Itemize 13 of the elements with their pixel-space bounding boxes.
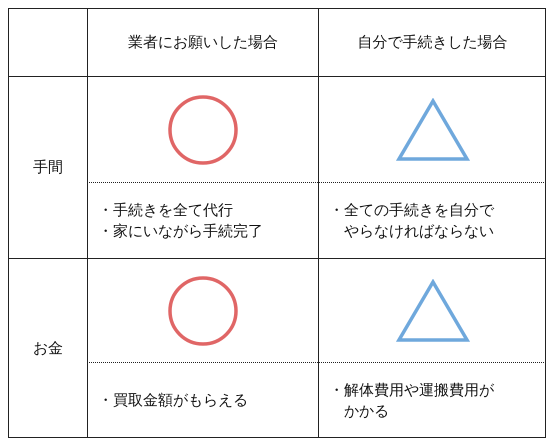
cell-text: ・全ての手続きを自分でやらなければならない	[329, 200, 496, 242]
header-text: お金	[33, 338, 63, 359]
cell-text: ・買取金額がもらえる	[98, 390, 248, 411]
header-text: 手間	[33, 157, 63, 178]
cell-text: ・手続きを全て代行	[98, 200, 233, 220]
triangle-mark	[396, 278, 470, 342]
circle-mark	[167, 94, 239, 166]
triangle-mark	[396, 98, 470, 162]
cell-text: ・解体費用や運搬費用がかかる	[329, 380, 495, 422]
circle-mark	[167, 274, 239, 346]
header-text: 自分で手続きした場合	[358, 32, 508, 53]
header-text: 業者にお願いした場合	[128, 32, 278, 53]
cell-text: ・家にいながら手続完了	[98, 220, 263, 242]
